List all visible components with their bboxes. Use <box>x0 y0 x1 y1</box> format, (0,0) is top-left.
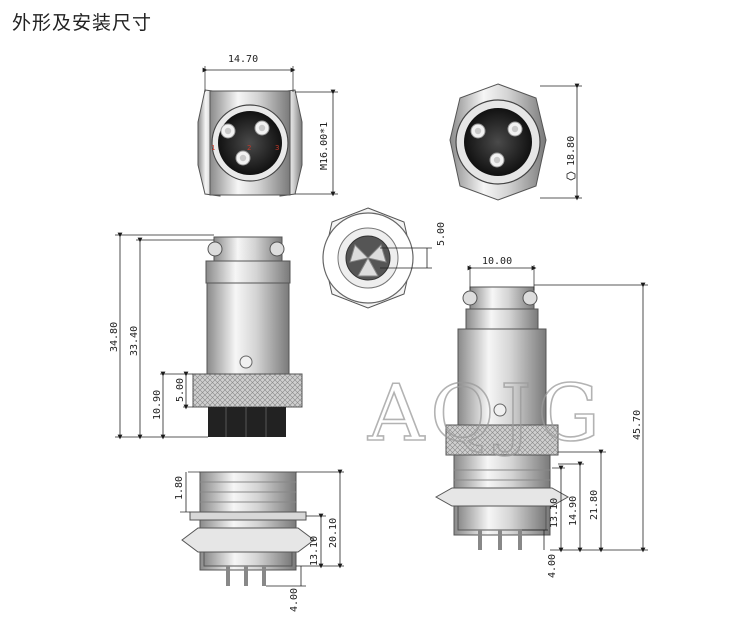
dim-panel-pins: 4.00 <box>289 588 300 612</box>
dim-socket-thread: 13.10 <box>549 498 560 528</box>
plug-side-view: 34.80 33.40 10.90 5.00 <box>109 232 303 440</box>
dim-socket-nut: 14.90 <box>568 496 579 526</box>
dim-flat-gap: 5.00 <box>436 222 447 246</box>
dim-plug-knurl: 5.00 <box>175 378 186 402</box>
rear-view: 5.00 <box>322 207 447 309</box>
section-title: 外形及安装尺寸 <box>12 12 153 34</box>
pin-label-1: 1 <box>211 144 215 152</box>
panel-receptacle-side: 1.80 20.10 13.10 4.00 <box>174 469 344 612</box>
front-view-socket: 18.80 <box>449 83 582 201</box>
watermark: AQJG <box>367 369 606 459</box>
dim-hex: 18.80 <box>566 136 577 166</box>
dim-plug-overall: 34.80 <box>109 322 120 352</box>
dim-socket-body: 21.80 <box>589 490 600 520</box>
dim-panel-flange: 1.80 <box>174 476 185 500</box>
dim-top-width: 14.70 <box>228 54 258 65</box>
dim-socket-overall: 45.70 <box>632 410 643 440</box>
dim-socket-width: 10.00 <box>482 256 512 267</box>
dim-panel-height: 13.10 <box>309 536 320 566</box>
dim-plug-body: 33.40 <box>129 326 140 356</box>
dim-plug-nut: 10.90 <box>152 390 163 420</box>
pin-label-2: 2 <box>247 144 251 152</box>
hex-icon <box>566 171 576 181</box>
dim-socket-pins: 4.00 <box>547 554 558 578</box>
front-view-plug: 1 2 3 14.70 M16.00*1 <box>197 54 338 197</box>
pin-label-3: 3 <box>275 144 279 152</box>
socket-side-view: 10.00 45.70 21.80 14.90 13.10 4.00 <box>434 256 648 578</box>
dim-panel-thread: 20.10 <box>328 518 339 548</box>
dim-thread: M16.00*1 <box>319 122 330 170</box>
